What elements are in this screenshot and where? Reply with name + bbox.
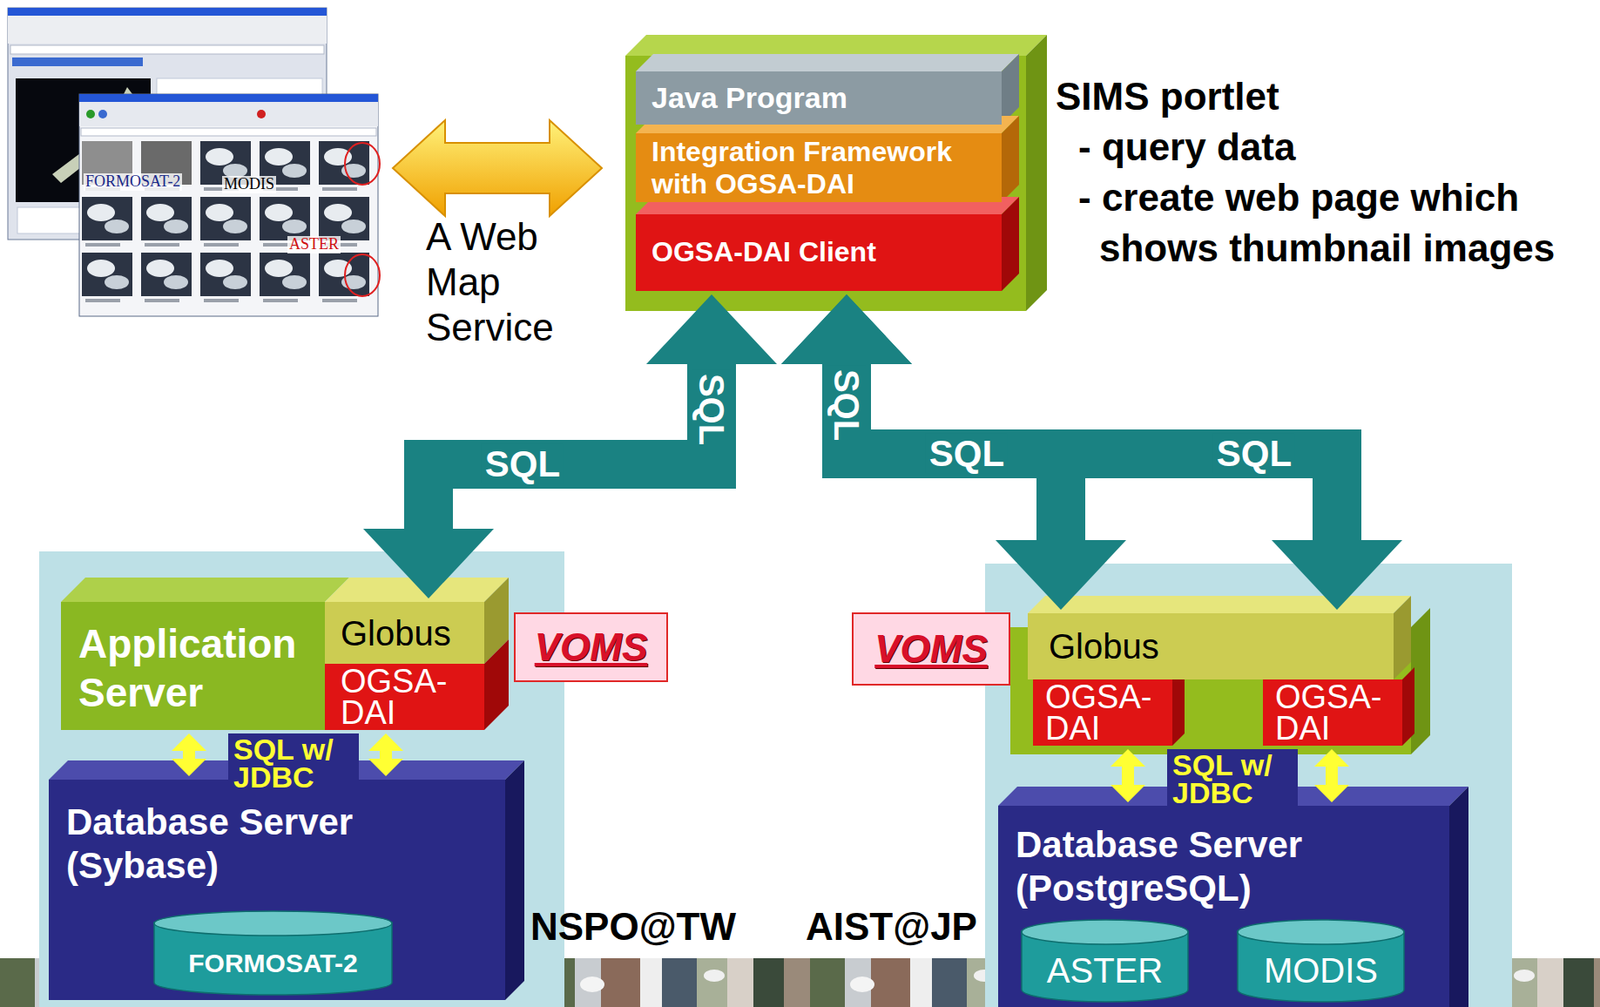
toolbar-icon [86,109,95,119]
jdbc-connector [1325,766,1338,785]
site-label: AIST@JP [805,905,978,948]
browser-titlebar [7,7,327,16]
portlet-note: - create web page which shows thumbnail … [1078,172,1594,274]
browser-titlebar [79,94,379,102]
voms-box: VOMS [513,612,669,682]
edge-label: SQL [481,444,564,485]
layer-box: OGSA-DAI Client [635,214,1002,291]
component-box: Globus [324,601,485,664]
box-top-face [635,54,1020,72]
node-text: Globus [340,614,480,653]
box-side-face [484,639,509,730]
node-text: VOMS [874,627,988,670]
sql-label: SQL [827,365,866,445]
component-box: OGSA-DAI [1032,679,1173,746]
voms-box: VOMS [851,612,1011,686]
node-text: FORMOSAT-2 [188,948,358,978]
box-top-face [1027,595,1411,614]
edge-label: SQL [925,433,1008,474]
browser-toolbar [79,101,379,127]
browser-address [81,128,377,136]
database-cylinder: MODIS [1236,918,1405,1003]
site-label: NSPO@TW [530,905,736,948]
cylinder-top [1021,919,1189,945]
database-server: ASTER MODIS Database Server (PostgreSQL) [998,805,1450,1007]
sql-connector [846,364,1337,541]
node-text: OGSA-DAI [340,665,478,729]
database-server: FORMOSAT-2 Database Server (Sybase) [48,779,506,1000]
jdbc-connector [1121,766,1135,785]
database-cylinder: FORMOSAT-2 [153,910,393,996]
portlet-note: - query data [1078,121,1296,173]
node-text: Database Server (PostgreSQL) [1015,823,1434,911]
node-text: VOMS [534,626,649,669]
browser-window [79,94,379,317]
node-text: Database Server (Sybase) [66,800,467,888]
browser-address [10,45,325,55]
component-box: OGSA-DAI [324,663,485,730]
highlight-circle [344,142,380,185]
jdbc-label: SQL w/ JDBC [1167,749,1298,809]
jdbc-label: SQL w/ JDBC [228,733,359,793]
portlet-frame [625,55,1027,311]
service-label: A Web Map Service [425,214,601,351]
box-side-face [1449,786,1469,1007]
box-top-face [625,34,1047,56]
thumbnail-label: MODIS [222,175,277,194]
layer-box: Java Program [635,71,1002,125]
box-side-face [1402,667,1415,746]
component-box: OGSA-DAI [1262,679,1403,746]
box-side-face [1393,595,1411,680]
node-text: ASTER [1046,951,1163,990]
thumbnail-label: FORMOSAT-2 [83,173,183,191]
database-cylinder: ASTER [1020,918,1189,1003]
layer-box: Integration Framework with OGSA-DAI [635,133,1002,203]
box-side-face [1001,115,1020,203]
box-top-face [60,577,350,602]
thumbnail-grid [81,141,379,309]
edge-label: SQL [1213,433,1296,474]
box-side-face [505,760,525,1000]
node-text: Java Program [651,81,997,115]
box-side-face [1001,196,1020,291]
toolbar-icon [98,109,108,119]
box-side-face [1026,34,1047,311]
component-box: Globus [1027,613,1394,680]
jdbc-connector [182,750,196,759]
node-text: Application Server [78,619,314,717]
toolbar-icon [256,109,266,119]
double-arrow [392,120,602,217]
browser-toolbar [7,15,327,44]
browser-tab [12,57,143,67]
box-top-face [324,577,509,602]
site-panel [39,551,565,1007]
node-text: Globus [1048,627,1389,666]
jdbc-connector [379,750,392,759]
node-text: OGSA-DAI Client [651,236,997,268]
node-text: OGSA-DAI [1275,681,1398,744]
node-text: OGSA-DAI [1045,681,1168,744]
sql-connector [428,364,712,529]
node-text: Integration Framework with OGSA-DAI [651,135,997,201]
node-text: MODIS [1263,951,1378,990]
box-side-face [1001,54,1020,125]
cylinder-top [154,911,392,936]
portlet-title: SIMS portlet [1055,71,1280,122]
site-panel [985,563,1513,1007]
highlight-circle [344,254,380,297]
cylinder-top [1237,919,1405,945]
sql-label: SQL [692,370,731,449]
server-box: GlobusOGSA-DAI Application Server [60,601,485,730]
thumbnail-label: ASTER [287,236,341,254]
